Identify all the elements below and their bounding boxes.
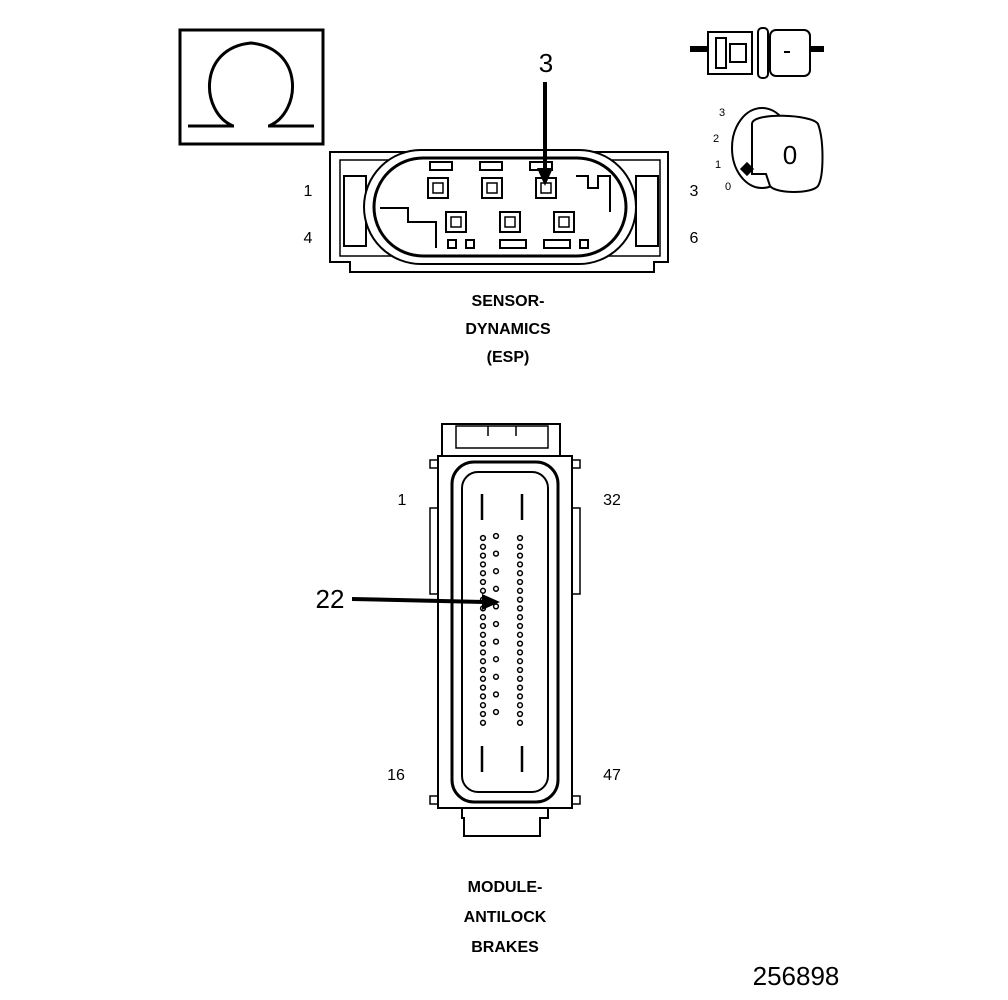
abs-pin-dot: [516, 640, 524, 647]
abs-pin-dot: [516, 693, 524, 700]
esp-pin-label-3: 3: [690, 183, 699, 200]
esp-pin-2: [481, 177, 503, 199]
esp-pin-label-6: 6: [690, 230, 699, 247]
abs-pin-dot: [479, 534, 487, 542]
abs-pin-grid: [479, 532, 524, 726]
abs-pin-dot: [492, 673, 500, 680]
abs-pin-label-32: 32: [603, 492, 621, 509]
abs-pin-dot: [479, 552, 487, 559]
abs-pin-dot: [516, 666, 524, 674]
abs-pin-dot: [516, 658, 524, 665]
abs-pin-dot: [492, 585, 500, 592]
esp-pin-1: [427, 177, 449, 199]
abs-pin-dot: [479, 640, 487, 647]
abs-pin-dot: [492, 708, 500, 716]
abs-pin-dot: [492, 691, 500, 698]
abs-callout-label: 22: [316, 584, 345, 614]
abs-pin-dot: [479, 543, 487, 550]
abs-pin-dot: [479, 570, 487, 577]
abs-pin-dot: [492, 638, 500, 645]
ignition-switch-icon: 0 3 2 1 0: [713, 107, 824, 193]
ignition-pos-3: 3: [719, 107, 725, 119]
abs-pin-dot: [479, 693, 487, 700]
esp-caption-line3: (ESP): [487, 349, 530, 366]
abs-pin-dot: [516, 534, 524, 542]
ohmmeter-icon: [178, 28, 325, 146]
ignition-pos-0: 0: [725, 181, 731, 193]
figure-number: 256898: [753, 961, 840, 991]
abs-pin-dot: [516, 622, 524, 630]
abs-pin-dot: [516, 684, 524, 691]
ignition-pos-2: 2: [713, 133, 719, 145]
abs-pin-dot: [516, 596, 524, 603]
abs-pin-dot: [516, 675, 524, 682]
abs-pin-dot: [516, 561, 524, 568]
esp-callout-label: 3: [539, 48, 553, 78]
abs-pin-dot: [516, 710, 524, 718]
abs-pin-dot: [492, 603, 500, 610]
abs-pin-dot: [479, 561, 487, 568]
esp-pin-5: [499, 211, 521, 233]
abs-pin-label-47: 47: [603, 767, 621, 784]
esp-connector: [329, 149, 669, 273]
abs-pin-dot: [516, 719, 524, 726]
abs-connector: [429, 423, 581, 837]
abs-pin-dot: [479, 587, 487, 594]
ignition-pos-1: 1: [715, 159, 721, 171]
esp-pin-4: [445, 211, 467, 233]
abs-pin-dot: [479, 658, 487, 665]
abs-pin-dot: [479, 614, 487, 621]
abs-pin-dot: [492, 568, 500, 575]
key-symbol: 0: [783, 140, 797, 170]
esp-pin-label-1: 1: [304, 183, 313, 200]
abs-caption-line1: MODULE-: [468, 879, 543, 896]
abs-pin-dot: [479, 719, 487, 726]
abs-pin-dot: [516, 605, 524, 612]
esp-pin-label-4: 4: [304, 230, 313, 247]
abs-caption-line2: ANTILOCK: [464, 909, 547, 926]
abs-pin-dot: [479, 631, 487, 638]
abs-pin-dot: [479, 666, 487, 674]
abs-pin-label-1: 1: [398, 492, 407, 509]
abs-pin-dot: [516, 552, 524, 559]
abs-pin-dot: [516, 587, 524, 594]
abs-pin-label-16: 16: [387, 767, 405, 784]
abs-pin-dot: [516, 649, 524, 656]
abs-caption-line3: BRAKES: [471, 939, 539, 956]
abs-pin-dot: [479, 710, 487, 718]
abs-pin-dot: [492, 656, 500, 663]
abs-pin-dot: [516, 702, 524, 709]
abs-pin-dot: [479, 684, 487, 691]
abs-pin-dot: [492, 550, 500, 557]
abs-pin-dot: [492, 532, 500, 540]
abs-pin-dot: [516, 614, 524, 621]
abs-pin-dot: [492, 620, 500, 628]
abs-pin-dot: [479, 675, 487, 682]
esp-caption-line2: DYNAMICS: [465, 321, 551, 338]
abs-pin-dot: [479, 702, 487, 709]
disconnected-connector-icon: [690, 27, 824, 79]
abs-pin-dot: [479, 649, 487, 656]
abs-pin-dot: [516, 578, 524, 586]
abs-pin-dot: [479, 622, 487, 630]
esp-callout-arrow: [537, 82, 553, 186]
abs-pin-dot: [516, 543, 524, 550]
abs-callout-arrow: [351, 594, 500, 610]
esp-pin-6: [553, 211, 575, 233]
abs-pin-dot: [516, 631, 524, 638]
abs-pin-dot: [516, 570, 524, 577]
esp-caption-line1: SENSOR-: [472, 293, 545, 310]
abs-pin-dot: [479, 578, 487, 586]
